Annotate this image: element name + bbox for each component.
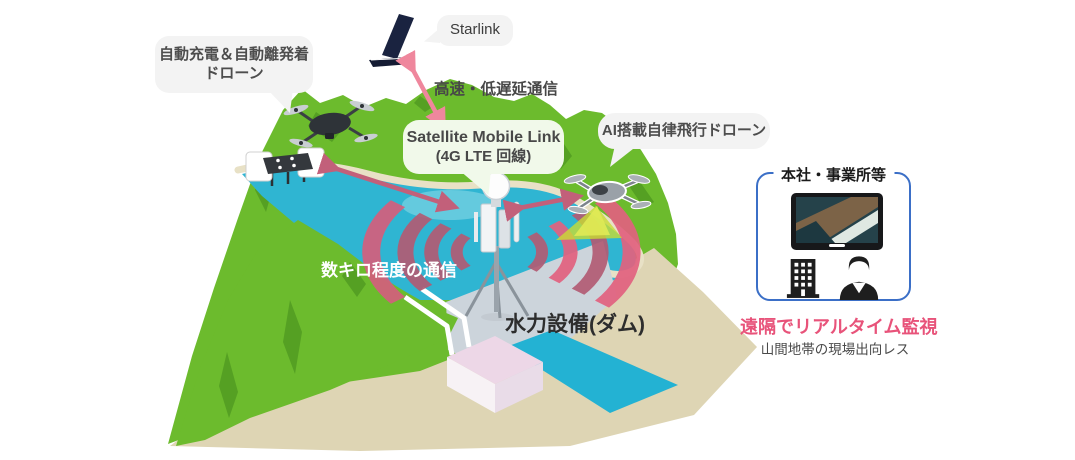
monitoring-tablet-icon (791, 193, 883, 250)
ai-drone-bubble-label: AI搭載自律飛行ドローン (601, 121, 767, 139)
charging-drone-bubble: 自動充電＆自動離発着 ドローン (155, 36, 313, 113)
charging-drone-bubble-line1: 自動充電＆自動離発着 (158, 45, 309, 63)
ai-drone-bubble: AI搭載自律飛行ドローン (598, 113, 770, 167)
station-link-arrow (316, 152, 460, 213)
operator-person-icon (839, 256, 878, 300)
no-site-visit-label: 山間地帯の現場出向レス (760, 342, 910, 357)
starlink-satellite-icon (369, 14, 414, 67)
fast-low-latency-label: 高速・低遅延通信 (434, 81, 559, 98)
satellite-mobile-link-bubble: Satellite Mobile Link (4G LTE 回線) (403, 120, 564, 195)
drone-link-arrow (502, 188, 584, 222)
hq-panel-title: 本社・事業所等 (772, 164, 895, 185)
starlink-label: Starlink (449, 21, 501, 39)
remote-monitoring-label: 遠隔でリアルタイム監視 (740, 317, 938, 337)
penstock-pipes (403, 286, 472, 356)
ai-drone-icon (556, 174, 652, 240)
dam-facility-label: 水力設備(ダム) (505, 313, 645, 336)
starlink-bubble: Starlink (424, 15, 513, 46)
sml-bubble-line2: (4G LTE 回線) (435, 147, 532, 165)
front-hill (176, 220, 458, 446)
sml-bubble-line1: Satellite Mobile Link (406, 128, 561, 146)
river (506, 330, 678, 413)
hq-panel: 本社・事業所等 (756, 164, 911, 301)
satellite-link-arrow (395, 49, 446, 132)
link-arrows (316, 49, 584, 222)
charging-drone-bubble-line2: ドローン (204, 64, 264, 82)
powerhouse-building (447, 336, 543, 413)
range-label: 数キロ程度の通信 (321, 261, 457, 280)
patrol-drone-icon (283, 100, 378, 148)
hq-icons-row (758, 252, 909, 300)
office-building-icon (786, 259, 819, 298)
